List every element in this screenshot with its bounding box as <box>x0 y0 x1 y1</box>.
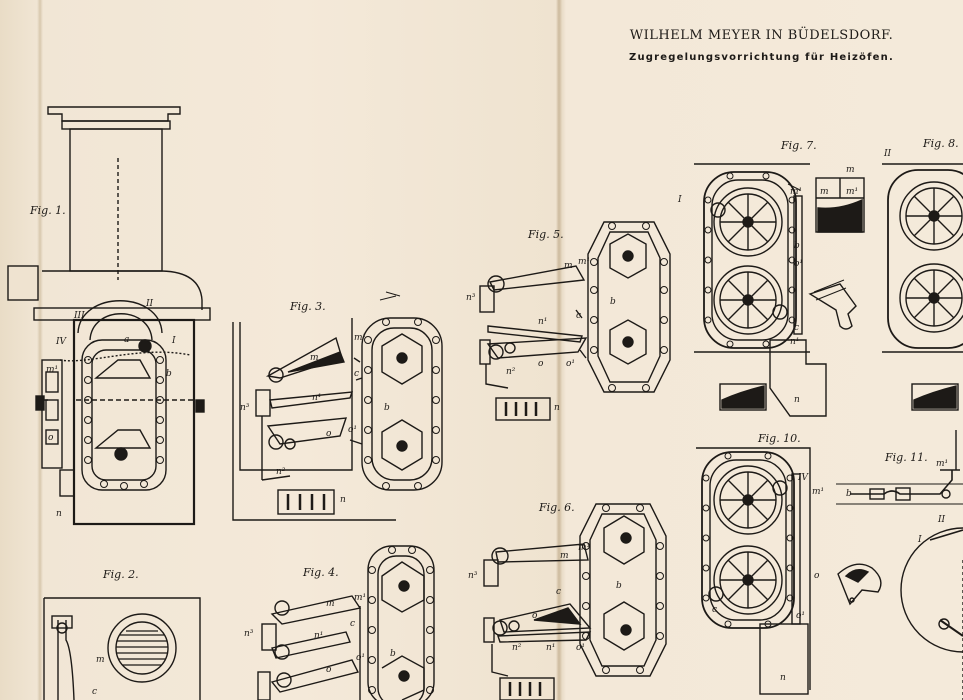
label-o1-fig4: o¹ <box>356 653 365 663</box>
label-c-fig7: c <box>794 323 799 333</box>
label-n3-fig4: n³ <box>244 629 254 639</box>
label-m-fig5: m <box>564 261 573 271</box>
label-m-fig2: m <box>96 655 105 665</box>
label-IV-fig1: IV <box>55 337 68 347</box>
fig-7-drawing <box>694 164 864 416</box>
label-c-fig5: c <box>576 311 581 321</box>
label-m-fig7: m <box>846 165 855 175</box>
fig-3-drawing <box>233 292 442 520</box>
label-m1-fig5: m¹ <box>578 257 590 267</box>
label-n3-fig3: n³ <box>240 403 250 413</box>
label-II-fig8: II <box>883 149 892 159</box>
label-o-fig6: o <box>532 611 538 621</box>
label-n1-fig4: n¹ <box>314 631 323 641</box>
label-b-fig1: b <box>166 369 172 379</box>
label-m1-fig7-left: m¹ <box>790 187 802 197</box>
label-c-fig2: c <box>92 687 97 697</box>
fig-6-drawing <box>484 504 666 700</box>
fig-8-drawing <box>882 164 963 410</box>
label-m1-fig10: m¹ <box>812 487 824 497</box>
label-a-fig1: a <box>124 335 129 345</box>
label-o1-fig6: o¹ <box>576 643 585 653</box>
label-m1-fig1: m¹ <box>46 365 58 375</box>
label-II-fig1: II <box>145 299 154 309</box>
fig-1-chain-links <box>85 357 164 490</box>
label-n-fig5: n <box>554 403 560 413</box>
label-n1-fig7: n¹ <box>790 337 799 347</box>
label-o1-fig10: o¹ <box>796 611 805 621</box>
label-n2-fig3: n² <box>276 467 286 477</box>
label-m1-fig3: m¹ <box>354 333 366 343</box>
label-n2-fig5: n² <box>506 367 516 377</box>
label-I-fig1: I <box>171 336 176 346</box>
label-m-fig3: m <box>310 353 319 363</box>
label-b-fig4: b <box>390 649 396 659</box>
fig-10-drawing <box>696 448 881 694</box>
label-c-fig3: c <box>354 369 359 379</box>
label-n3-fig6: n³ <box>468 571 478 581</box>
label-m-fig6: m <box>560 551 569 561</box>
label-c-fig6: c <box>556 587 561 597</box>
label-I-fig7: I <box>677 195 682 205</box>
label-n1-fig6: n¹ <box>546 643 555 653</box>
label-n-fig1: n <box>56 509 62 519</box>
label-b-fig3: b <box>384 403 390 413</box>
label-n-fig10: n <box>780 673 786 683</box>
label-o-fig5: o <box>538 359 544 369</box>
label-o1-fig3: o¹ <box>348 425 357 435</box>
label-o-fig10: o <box>814 571 820 581</box>
label-m1-fig7: m¹ <box>846 187 858 197</box>
reference-letters: II IV I III a b m¹ n o m c m m¹ n¹ n³ n²… <box>46 149 948 697</box>
label-b-fig11: b <box>846 489 852 499</box>
label-III-fig1: III <box>73 311 85 321</box>
fig-5-drawing <box>480 222 670 420</box>
label-c-fig4: c <box>350 619 355 629</box>
label-o1-fig5: o¹ <box>566 359 575 369</box>
label-o1-fig7: o¹ <box>794 259 803 269</box>
label-b-fig7: b <box>794 241 800 251</box>
label-IV-fig10: IV <box>797 473 810 483</box>
label-o-fig1: o <box>48 433 54 443</box>
label-m-fig7-box: m <box>820 187 829 197</box>
label-m-fig4: m <box>326 599 335 609</box>
label-n1-fig3: n¹ <box>312 393 321 403</box>
label-n3-fig5: n³ <box>466 293 476 303</box>
label-o-fig3: o <box>326 429 332 439</box>
label-o-fig4: o <box>326 665 332 675</box>
label-n-fig3: n <box>340 495 346 505</box>
fig-4-drawing <box>258 546 434 700</box>
label-c-fig10: c <box>712 605 717 615</box>
label-m1-fig6: m¹ <box>578 543 590 553</box>
label-n-fig7: n <box>794 395 800 405</box>
fig-1-stove-drawing <box>8 107 210 524</box>
label-m1-fig11: m¹ <box>936 459 948 469</box>
label-b-fig6: b <box>616 581 622 591</box>
fig-2-drawing <box>44 598 200 700</box>
label-n1-fig5: n¹ <box>538 317 547 327</box>
label-b-fig5: b <box>610 297 616 307</box>
label-m1-fig4: m¹ <box>354 593 366 603</box>
label-II-fig11: II <box>937 515 946 525</box>
label-I-fig11: I <box>917 535 922 545</box>
label-n2-fig6: n² <box>512 643 522 653</box>
